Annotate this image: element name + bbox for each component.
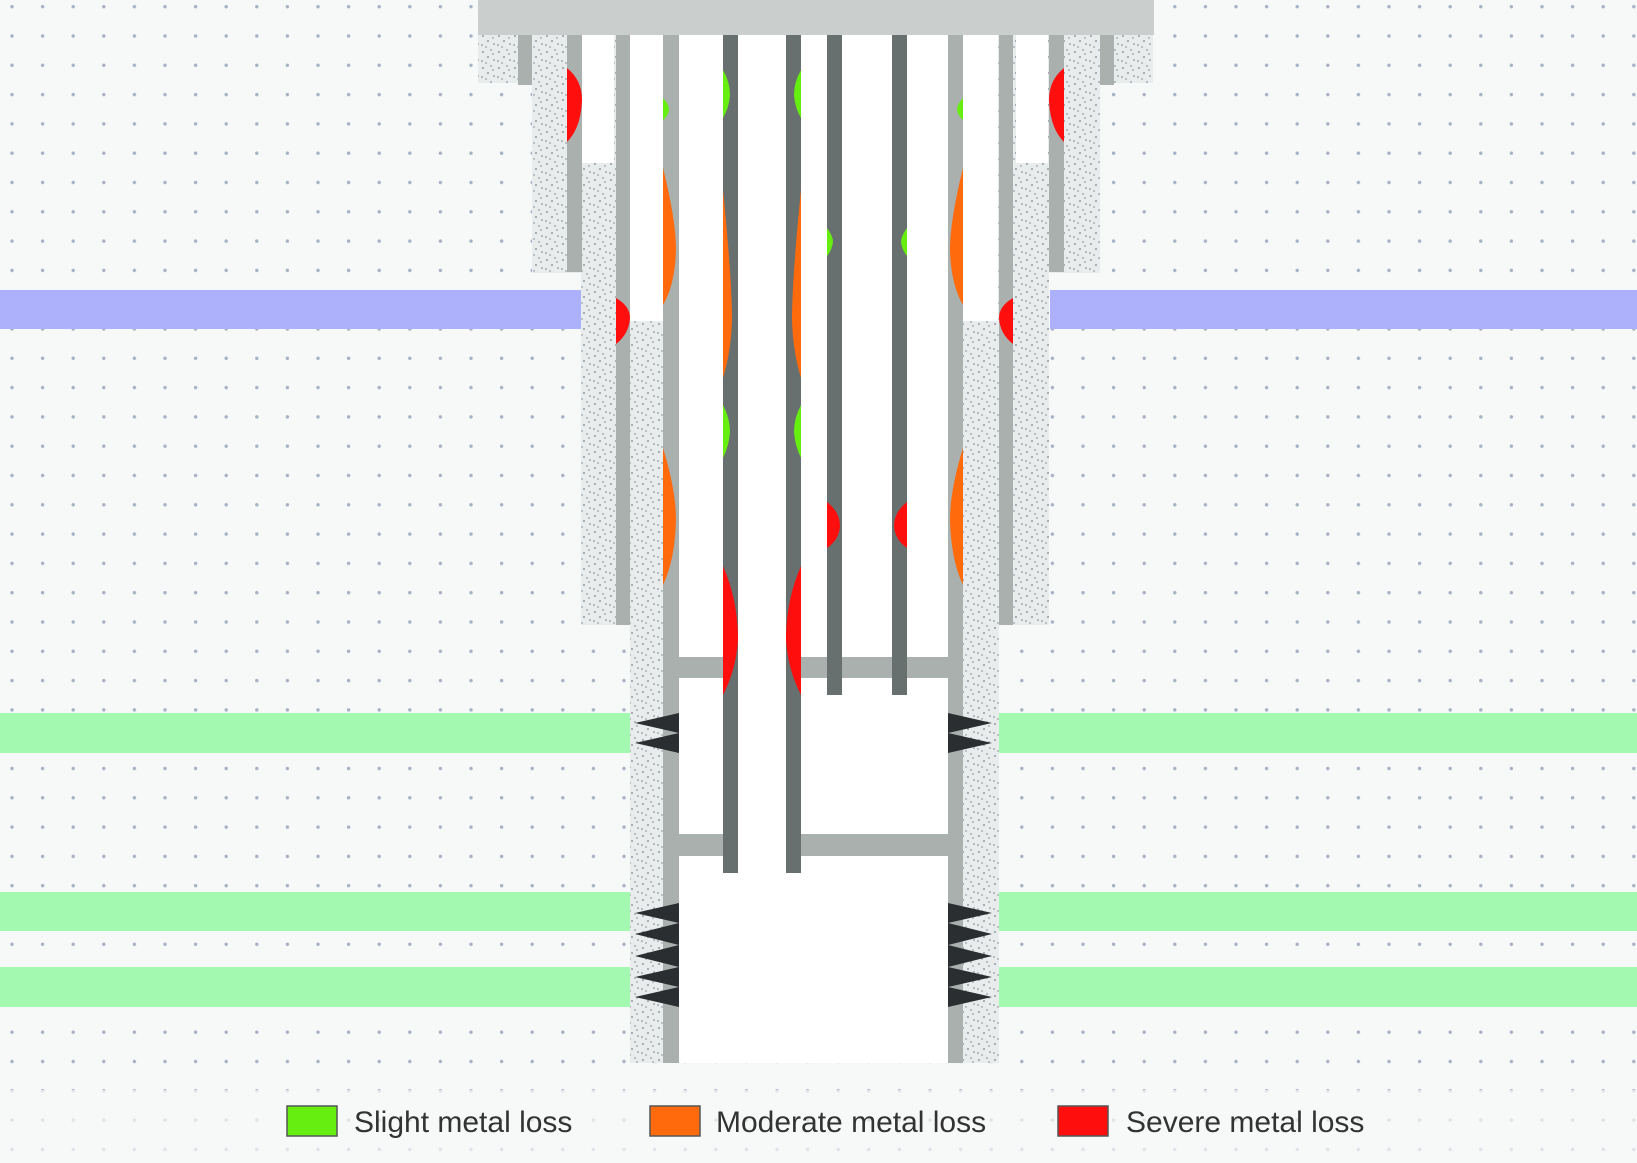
slight-spot: [827, 228, 833, 256]
producing-zone-2-left: [0, 892, 630, 931]
perforation-triangle-icon: [635, 713, 679, 733]
moderate-spot: [792, 190, 801, 378]
severe-spot: [827, 502, 840, 548]
severe-spot: [1049, 68, 1064, 142]
perforation-triangle-icon: [948, 713, 992, 733]
producing-zone-1-left: [0, 713, 630, 753]
perforation-triangle-icon: [635, 923, 679, 945]
perforations: [635, 713, 992, 1007]
wellhead-plate: [478, 0, 1154, 35]
perforation-triangle-icon: [635, 945, 679, 967]
legend: Slight metal loss Moderate metal loss Se…: [286, 1105, 1364, 1139]
producing-zone-1-right: [999, 713, 1637, 753]
moderate-spot: [950, 168, 963, 305]
slight-spot: [723, 405, 730, 458]
producing-zone-3-right: [999, 967, 1637, 1007]
perforation-triangle-icon: [948, 987, 992, 1007]
legend-label-severe: Severe metal loss: [1126, 1106, 1364, 1139]
slight-spot: [901, 228, 907, 256]
legend-label-moderate: Moderate metal loss: [716, 1106, 986, 1139]
water-zone-right: [1050, 290, 1637, 329]
legend-item-moderate: Moderate metal loss: [649, 1105, 986, 1139]
legend-item-slight: Slight metal loss: [286, 1105, 572, 1139]
slight-spot: [794, 405, 801, 458]
perforation-triangle-icon: [948, 733, 992, 753]
legend-label-slight: Slight metal loss: [354, 1106, 572, 1139]
legend-item-severe: Severe metal loss: [1057, 1105, 1364, 1139]
perforation-triangle-icon: [948, 923, 992, 945]
perforation-triangle-icon: [948, 903, 992, 923]
severe-spot: [786, 566, 801, 695]
moderate-spot: [950, 448, 963, 585]
corrosion-slight: [663, 70, 963, 458]
perforation-triangle-icon: [635, 967, 679, 987]
moderate-swatch-icon: [649, 1105, 701, 1137]
upper-packer: [679, 657, 948, 678]
severe-spot: [999, 298, 1013, 344]
severe-spot: [723, 566, 738, 695]
severe-swatch-icon: [1057, 1105, 1109, 1137]
producing-zone-2-right: [999, 892, 1637, 931]
producing-zone-3-left: [0, 967, 630, 1007]
severe-spot: [894, 502, 907, 548]
corrosion-severe: [567, 68, 1064, 695]
lower-packer: [679, 834, 948, 856]
severe-spot: [567, 68, 582, 142]
moderate-spot: [723, 190, 732, 378]
perforation-triangle-icon: [635, 903, 679, 923]
slight-spot: [957, 98, 963, 120]
slight-spot: [723, 70, 730, 118]
perforation-triangle-icon: [635, 733, 679, 753]
perforation-triangle-icon: [948, 967, 992, 987]
perforation-triangle-icon: [948, 945, 992, 967]
perforation-triangle-icon: [635, 987, 679, 1007]
corrosion-moderate: [663, 168, 963, 585]
moderate-spot: [663, 448, 676, 585]
slight-spot: [794, 70, 801, 118]
conductor-casing: [518, 35, 1114, 85]
severe-spot: [616, 298, 630, 344]
moderate-spot: [663, 168, 676, 305]
slight-spot: [663, 98, 669, 120]
water-zone-left: [0, 290, 582, 329]
legend-strip: [0, 1090, 1637, 1163]
slight-swatch-icon: [286, 1105, 338, 1137]
